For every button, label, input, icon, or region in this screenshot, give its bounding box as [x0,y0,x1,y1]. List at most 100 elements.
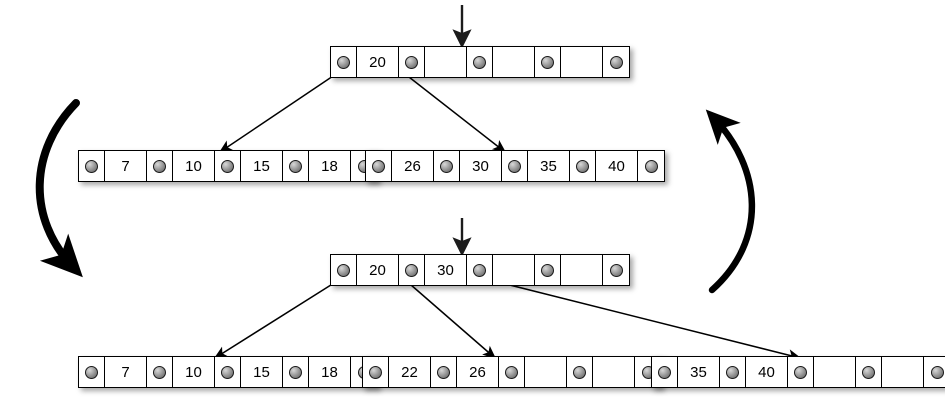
key-cell[interactable]: 35 [528,151,570,181]
key-cell[interactable] [493,47,535,77]
key-cell[interactable]: 30 [425,255,467,285]
key-cell[interactable] [561,47,603,77]
pointer-cell[interactable] [499,357,525,387]
pointer-dot-icon [289,159,302,173]
pointer-dot-icon [609,263,623,277]
pointer-dot-icon [437,365,450,379]
pointer-cell[interactable] [603,255,629,285]
leaf-node-left-before[interactable]: 7 10 15 18 [78,150,378,182]
key-cell[interactable]: 18 [309,357,351,387]
pointer-cell[interactable] [535,255,561,285]
root-node-before[interactable]: 20 [330,46,630,78]
pointer-cell[interactable] [434,151,460,181]
key-cell[interactable]: 7 [105,357,147,387]
pointer-dot-icon [505,365,518,379]
pointer-dot-icon [473,55,486,69]
pointer-dot-icon [405,55,418,69]
pointer-dot-icon [541,263,554,277]
leaf-node-left-after[interactable]: 7 10 15 18 [78,356,378,388]
pointer-dot-icon [541,55,554,69]
key-cell[interactable]: 20 [357,47,399,77]
key-cell[interactable]: 10 [173,357,215,387]
pointer-dot-icon [369,365,382,379]
pointer-cell[interactable] [283,357,309,387]
key-cell[interactable]: 22 [389,357,431,387]
pointer-cell[interactable] [502,151,528,181]
pointer-dot-icon [573,365,586,379]
key-cell[interactable] [882,357,924,387]
pointer-cell[interactable] [603,47,629,77]
pointer-cell[interactable] [79,151,105,181]
key-cell[interactable]: 40 [596,151,638,181]
root-node-after[interactable]: 20 30 [330,254,630,286]
pointer-dot-icon [85,159,98,173]
pointer-cell[interactable] [788,357,814,387]
leaf-node-right-after[interactable]: 35 40 [651,356,945,388]
leaf-node-right-before[interactable]: 26 30 35 40 [365,150,665,182]
pointer-dot-icon [609,55,623,69]
pointer-cell[interactable] [399,255,425,285]
pointer-dot-icon [221,365,234,379]
pointer-cell[interactable] [431,357,457,387]
leaf-node-middle-after[interactable]: 22 26 [362,356,662,388]
pointer-cell[interactable] [147,357,173,387]
pointer-cell[interactable] [366,151,392,181]
pointer-dot-icon [658,365,671,379]
key-cell[interactable] [561,255,603,285]
key-cell[interactable]: 10 [173,151,215,181]
pointer-dot-icon [289,365,302,379]
pointer-dot-icon [794,365,807,379]
key-cell[interactable]: 35 [678,357,720,387]
pointer-dot-icon [930,365,944,379]
pointer-cell[interactable] [535,47,561,77]
key-cell[interactable]: 40 [746,357,788,387]
key-cell[interactable] [593,357,635,387]
pointer-dot-icon [726,365,739,379]
pointer-dot-icon [405,263,418,277]
key-cell[interactable]: 26 [392,151,434,181]
pointer-cell[interactable] [924,357,945,387]
pointer-cell[interactable] [331,255,357,285]
pointer-cell[interactable] [467,47,493,77]
pointer-cell[interactable] [467,255,493,285]
transition-arrow-right [705,109,756,294]
pointer-cell[interactable] [331,47,357,77]
key-cell[interactable] [814,357,856,387]
pointer-dot-icon [576,159,589,173]
pointer-dot-icon [153,159,166,173]
edge-root-to-left-after [213,277,343,359]
pointer-cell[interactable] [215,151,241,181]
pointer-dot-icon [337,55,350,69]
pointer-cell[interactable] [720,357,746,387]
pointer-cell[interactable] [652,357,678,387]
key-cell[interactable]: 7 [105,151,147,181]
key-cell[interactable] [493,255,535,285]
key-cell[interactable] [525,357,567,387]
key-cell[interactable]: 15 [241,357,283,387]
key-cell[interactable]: 30 [460,151,502,181]
pointer-dot-icon [644,159,658,173]
pointer-dot-icon [862,365,875,379]
edge-root-to-middle-after [402,277,497,359]
pointer-cell[interactable] [567,357,593,387]
pointer-cell[interactable] [570,151,596,181]
pointer-cell[interactable] [363,357,389,387]
pointer-cell[interactable] [283,151,309,181]
pointer-dot-icon [221,159,234,173]
key-cell[interactable]: 20 [357,255,399,285]
key-cell[interactable] [425,47,467,77]
pointer-dot-icon [473,263,486,277]
pointer-cell[interactable] [79,357,105,387]
transition-arrow-left [35,99,83,278]
pointer-dot-icon [153,365,166,379]
key-cell[interactable]: 26 [457,357,499,387]
key-cell[interactable]: 18 [309,151,351,181]
pointer-cell[interactable] [638,151,664,181]
pointer-cell[interactable] [147,151,173,181]
pointer-dot-icon [337,263,350,277]
key-cell[interactable]: 15 [241,151,283,181]
pointer-cell[interactable] [856,357,882,387]
pointer-cell[interactable] [399,47,425,77]
pointer-cell[interactable] [215,357,241,387]
